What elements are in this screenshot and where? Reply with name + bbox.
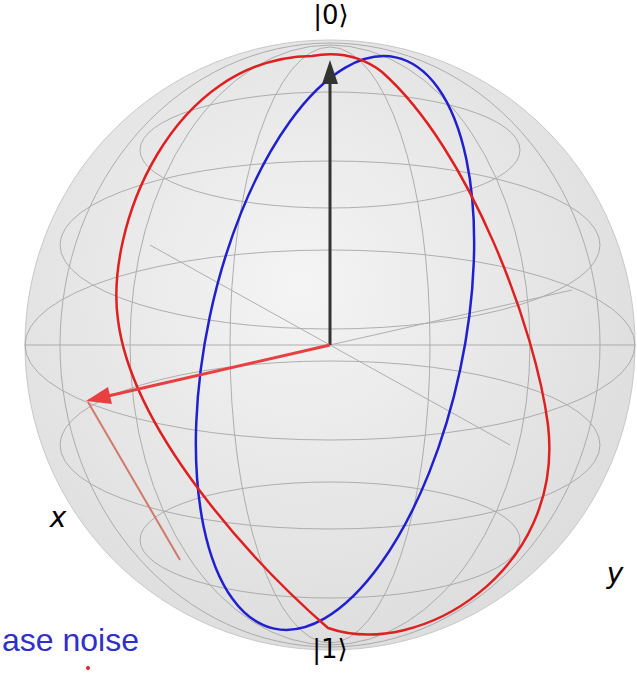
arrow-head bbox=[322, 60, 338, 84]
sphere-grid bbox=[25, 43, 635, 647]
state-vector bbox=[329, 80, 332, 345]
sphere-body bbox=[25, 40, 635, 650]
x-axis-line bbox=[88, 402, 180, 560]
arrow-head bbox=[86, 387, 112, 404]
note-text: ase noise bbox=[2, 624, 139, 656]
axis-label: x bbox=[50, 504, 67, 532]
state-label: |1⟩ bbox=[312, 636, 347, 662]
state-label: |0⟩ bbox=[313, 2, 348, 28]
red-dot bbox=[86, 666, 90, 670]
blue-trajectory bbox=[149, 31, 521, 655]
axis-label: y bbox=[607, 560, 624, 588]
x-vector bbox=[108, 345, 330, 396]
red-trajectory bbox=[116, 54, 549, 634]
